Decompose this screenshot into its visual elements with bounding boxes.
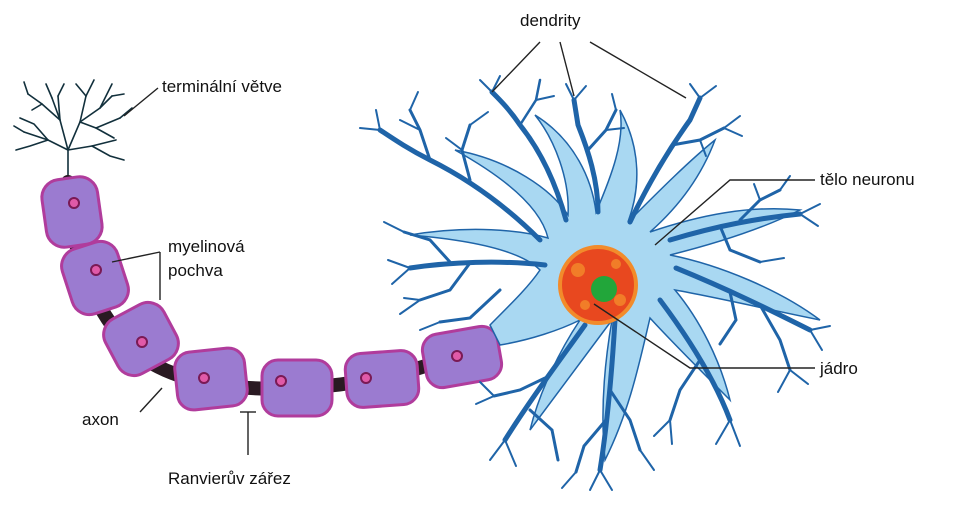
label-dendrites: dendrity xyxy=(520,11,581,30)
label-myelin-sheath-line1: myelinová xyxy=(168,237,245,256)
myelin-segment xyxy=(344,350,420,409)
myelin-segment xyxy=(57,237,133,320)
myelin-segment xyxy=(262,360,332,416)
myelin-segment xyxy=(40,174,105,249)
terminal-branches xyxy=(14,80,132,180)
myelin-segment xyxy=(173,347,249,412)
label-terminal-branches: terminální větve xyxy=(162,77,282,96)
label-nucleus: jádro xyxy=(819,359,858,378)
label-axon: axon xyxy=(82,410,119,429)
nucleolus xyxy=(591,276,617,302)
label-cell-body: tělo neuronu xyxy=(820,170,915,189)
label-node-of-ranvier: Ranvierův zářez xyxy=(168,469,291,488)
nucleus xyxy=(560,247,636,323)
label-myelin-sheath-line2: pochva xyxy=(168,261,223,280)
